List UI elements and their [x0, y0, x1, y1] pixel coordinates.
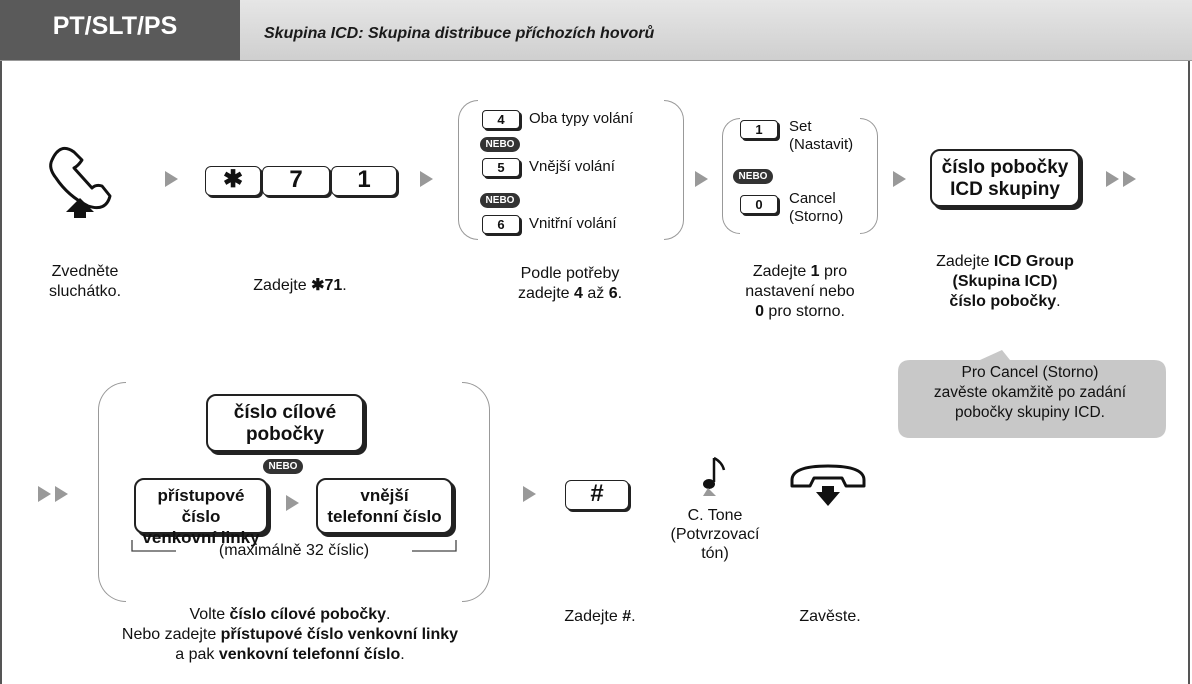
or-badge: NEBO — [733, 169, 773, 184]
double-arrow — [38, 486, 51, 502]
max-digits-label: (maximálně 32 číslic) — [218, 542, 370, 559]
option-both: Oba typy volání — [529, 110, 634, 127]
paren-right — [664, 100, 684, 240]
handset-offhook-icon — [49, 146, 112, 218]
cancel-note: Pro Cancel (Storno)zavěste okamžitě po z… — [933, 364, 1127, 421]
handset-onhook-icon — [790, 464, 866, 506]
step1-caption: Zvedněte sluchátko. — [48, 263, 122, 300]
paren-right — [860, 118, 878, 234]
step7-caption: Zadejte #. — [564, 608, 636, 625]
tone-note-icon — [703, 456, 726, 496]
paren-left — [98, 382, 126, 602]
key-4[interactable]: 4 — [482, 110, 520, 129]
step4-caption: Zadejte 1 pro nastavení nebo 0 pro storn… — [745, 263, 855, 320]
arrow-6 — [523, 486, 536, 502]
arrow-1 — [165, 171, 178, 187]
key-1-set[interactable]: 1 — [740, 120, 778, 139]
paren-right — [462, 382, 490, 602]
header-tab-label: PT/SLT/PS — [52, 12, 178, 40]
step5-caption: Zadejte ICD Group (Skupina ICD) číslo po… — [936, 253, 1074, 310]
key-0-cancel[interactable]: 0 — [740, 195, 778, 214]
arrow-3 — [695, 171, 708, 187]
or-badge: NEBO — [480, 193, 520, 208]
option-internal: Vnitřní volání — [529, 215, 617, 232]
header-tab: PT/SLT/PS — [0, 0, 240, 60]
double-arrow — [1123, 171, 1136, 187]
note-bubble-shape — [898, 350, 1166, 438]
step2-caption: Zadejte ✱71. — [253, 277, 347, 294]
paren-left — [458, 100, 478, 240]
or-badge: NEBO — [480, 137, 520, 152]
key-5[interactable]: 5 — [482, 158, 520, 177]
step6-caption: Volte číslo cílové pobočky. Nebo zadejte… — [121, 606, 459, 663]
double-arrow — [1106, 171, 1119, 187]
arrow-4 — [893, 171, 906, 187]
step3-caption: Podle potřeby zadejte 4 až 6. — [517, 265, 623, 302]
key-star[interactable]: ✱ — [205, 166, 261, 196]
header-title: Skupina ICD: Skupina distribuce příchozí… — [264, 25, 655, 42]
key-6[interactable]: 6 — [482, 215, 520, 234]
key-hash[interactable]: # — [565, 480, 629, 510]
step9-caption: Zavěste. — [799, 608, 861, 625]
arrow-2 — [420, 171, 433, 187]
option-set: Set(Nastavit) — [789, 118, 854, 153]
max-digits-bracket — [131, 540, 457, 552]
arrow-5 — [286, 495, 299, 511]
option-cancel: Cancel(Storno) — [789, 190, 844, 225]
option-external: Vnější volání — [529, 158, 615, 175]
or-badge: NEBO — [263, 459, 303, 474]
key-1[interactable]: 1 — [331, 166, 397, 196]
key-7[interactable]: 7 — [262, 166, 330, 196]
double-arrow — [55, 486, 68, 502]
